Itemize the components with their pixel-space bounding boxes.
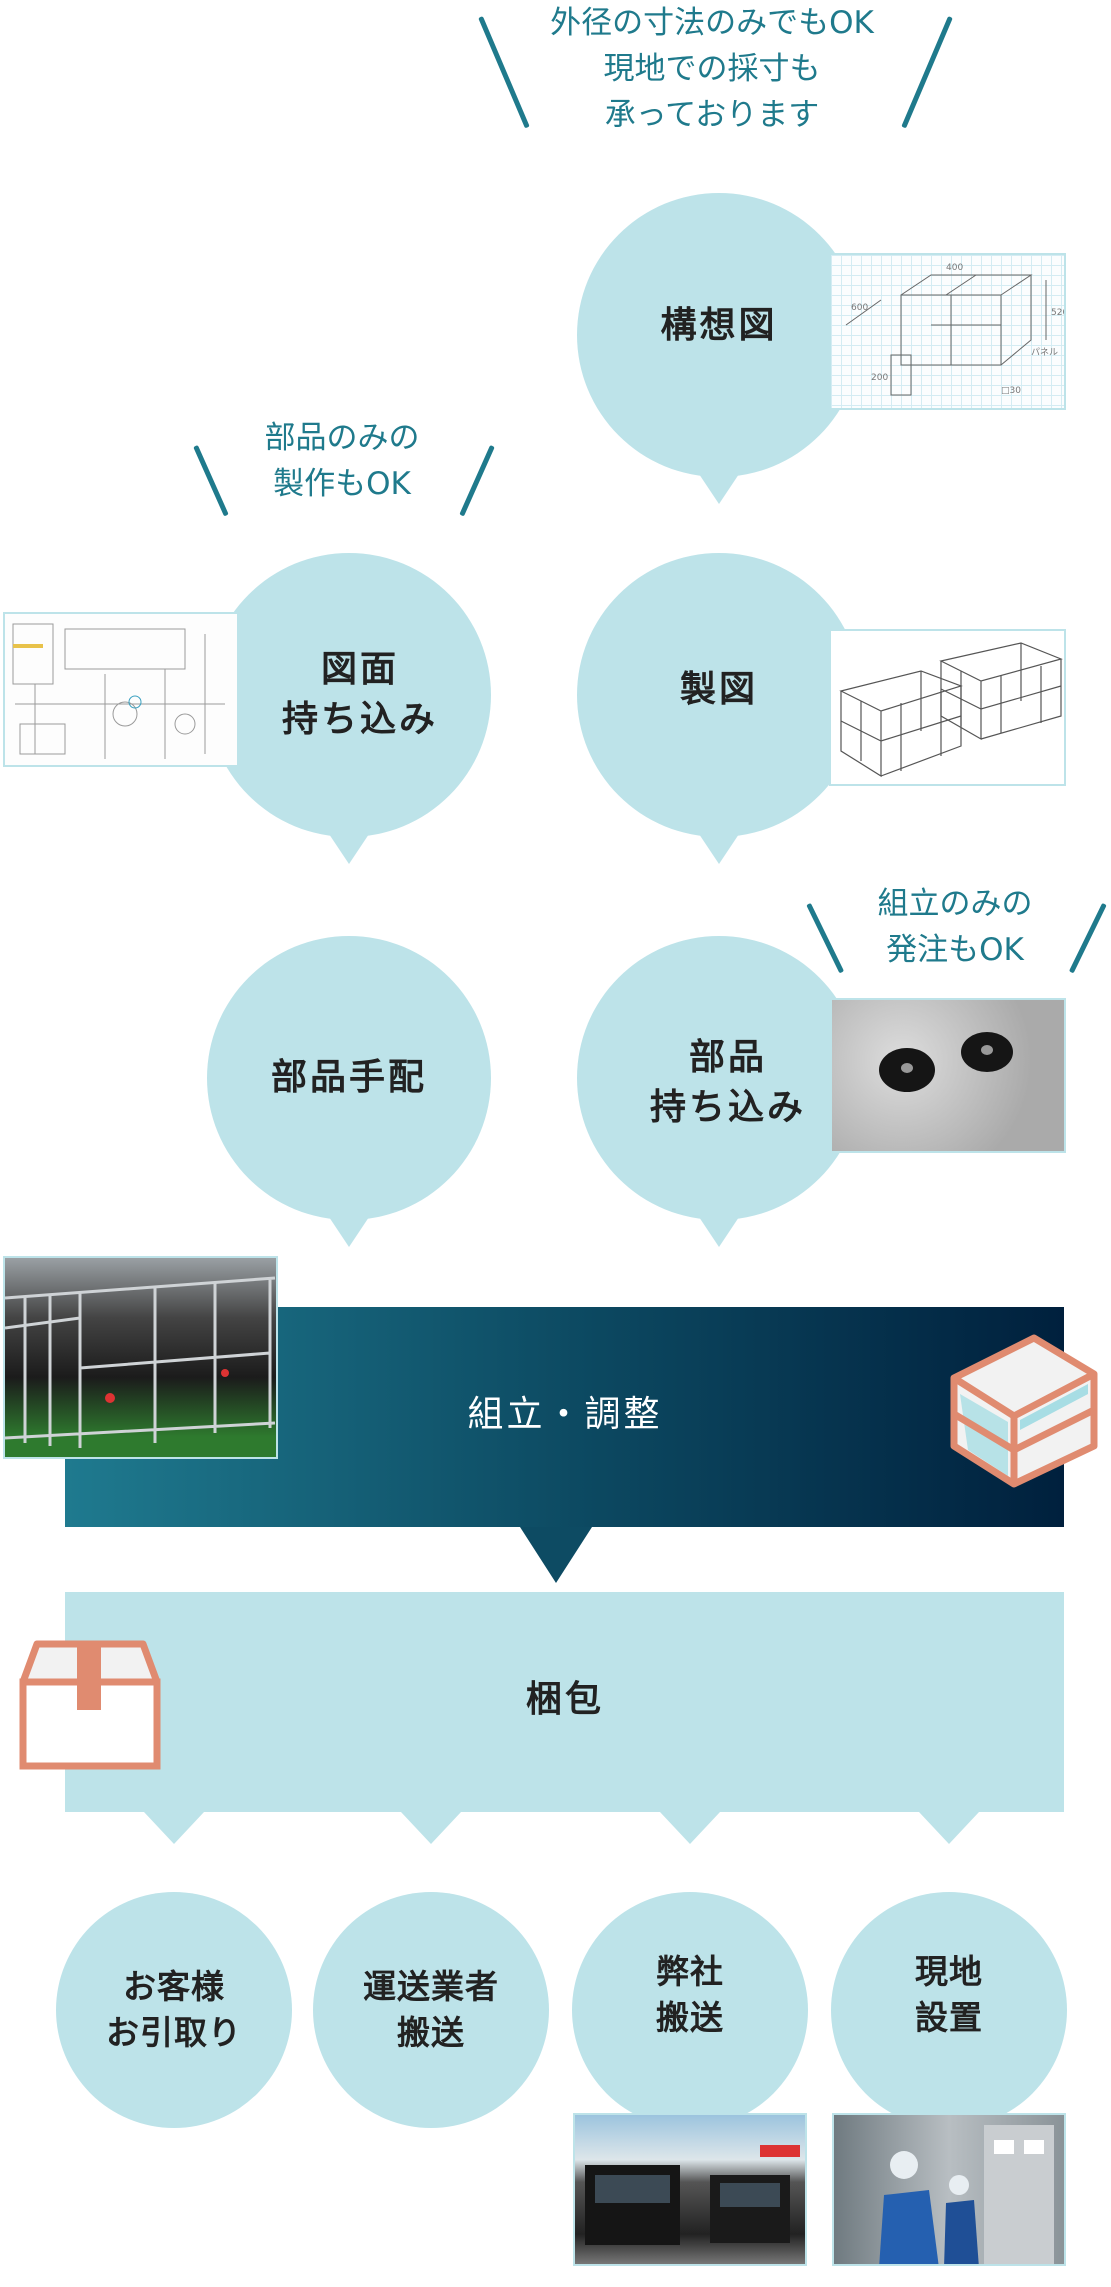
label-line: 現地 <box>915 1952 983 1991</box>
delivery-carrier-label: 運送業者 搬送 <box>363 1964 499 2056</box>
step-arrow <box>695 828 743 864</box>
callout-measurement: 外径の寸法のみでもOK 現地での採寸も 承っております <box>550 0 874 138</box>
step-concept-bubble <box>577 193 861 477</box>
delivery-arrow <box>660 1812 720 1844</box>
cad-frame-drawing <box>839 642 1063 778</box>
cube-icon <box>948 1334 1100 1494</box>
svg-text:520: 520 <box>1051 308 1066 318</box>
delivery-arrow <box>401 1812 461 1844</box>
step-arrow <box>695 1211 743 1247</box>
svg-text:600: 600 <box>851 303 868 313</box>
callout-line: 部品のみの <box>264 420 420 456</box>
callout-line: 組立のみの <box>877 886 1033 922</box>
callout-line: 発注もOK <box>886 932 1024 968</box>
label-line: お客様 <box>123 1967 225 2006</box>
label-line: 持ち込み <box>649 1087 807 1128</box>
step-arrow <box>520 1527 592 1583</box>
parts-photo <box>830 998 1066 1153</box>
delivery-arrow <box>144 1812 204 1844</box>
callout-assembly-only: 組立のみの 発注もOK <box>878 881 1033 973</box>
delivery-company-label: 弊社 搬送 <box>656 1949 724 2041</box>
callout-accent-line <box>901 16 953 129</box>
box-graphic <box>19 1640 161 1770</box>
callout-accent-line <box>459 444 495 517</box>
step-drawing-bring-bubble <box>207 553 491 837</box>
step-parts-bring-label: 部品 持ち込み <box>650 1033 806 1133</box>
workers <box>879 2125 1054 2264</box>
assembly-photo <box>3 1256 278 1459</box>
step-concept-label: 構想図 <box>660 305 778 346</box>
step-drawing-bring-label: 図面 持ち込み <box>282 645 438 745</box>
rubber-parts <box>879 1032 1013 1092</box>
delivery-company-bubble <box>572 1892 808 2128</box>
callout-accent-line <box>1068 902 1107 974</box>
label-line: お引取り <box>106 2013 242 2052</box>
label-line: 設置 <box>915 1998 983 2037</box>
drafting-cad-image <box>829 629 1066 786</box>
cube-graphic <box>950 1334 1098 1488</box>
callout-parts-only: 部品のみの 製作もOK <box>265 415 420 507</box>
step-assembly-label: 組立・調整 <box>467 1394 663 1435</box>
label-line: 搬送 <box>397 2013 465 2052</box>
callout-line: 現地での採寸も <box>603 51 821 87</box>
assembled-frame <box>5 1276 276 1448</box>
step-parts-procure-label: 部品手配 <box>270 1057 428 1098</box>
delivery-customer-pickup-bubble <box>56 1892 292 2128</box>
step-packing-label: 梱包 <box>525 1679 605 1720</box>
step-arrow <box>325 1211 373 1247</box>
sketch-drawing: 400 600 520 200 パネル □30 <box>845 263 1066 396</box>
step-drafting-bubble <box>577 553 861 837</box>
label-line: 搬送 <box>656 1998 724 2037</box>
trucks <box>585 2145 800 2245</box>
label-line: 部品 <box>688 1037 768 1078</box>
delivery-carrier-bubble <box>313 1892 549 2128</box>
callout-line: 外径の寸法のみでもOK <box>550 5 874 41</box>
label-line: 運送業者 <box>363 1967 499 2006</box>
callout-accent-line <box>806 902 845 974</box>
step-packing-banner <box>65 1592 1064 1812</box>
blueprint-drawing <box>12 623 225 759</box>
step-arrow <box>325 828 373 864</box>
label-line: 持ち込み <box>281 699 439 740</box>
svg-text:パネル: パネル <box>1031 347 1058 358</box>
step-drafting-label: 製図 <box>679 669 759 710</box>
step-arrow <box>695 468 743 504</box>
callout-accent-line <box>193 444 229 517</box>
callout-accent-line <box>478 16 530 129</box>
callout-line: 製作もOK <box>273 466 411 502</box>
drawing-blueprint-image <box>3 612 239 767</box>
svg-text:200: 200 <box>871 373 888 383</box>
delivery-onsite-install-bubble <box>831 1892 1067 2128</box>
truck-photo <box>573 2113 807 2266</box>
delivery-arrow <box>919 1812 979 1844</box>
step-parts-procure-bubble <box>207 936 491 1220</box>
installation-photo <box>832 2113 1066 2266</box>
callout-line: 承っております <box>604 97 820 133</box>
delivery-customer-pickup-label: お客様 お引取り <box>106 1964 242 2056</box>
label-line: 図面 <box>320 649 400 690</box>
package-box-icon <box>19 1640 161 1774</box>
step-parts-bring-bubble <box>577 936 861 1220</box>
svg-text:400: 400 <box>946 263 963 273</box>
label-line: 弊社 <box>656 1952 724 1991</box>
concept-sketch-image: 400 600 520 200 パネル □30 <box>829 253 1066 410</box>
svg-text:□30: □30 <box>1001 386 1021 396</box>
delivery-onsite-install-label: 現地 設置 <box>915 1949 983 2041</box>
